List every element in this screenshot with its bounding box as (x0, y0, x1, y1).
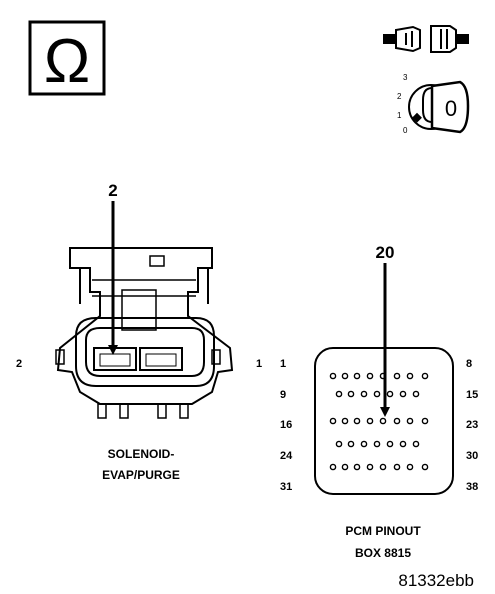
connector-probe-label: 2 (108, 181, 117, 200)
pcm-pin-18 (353, 417, 361, 425)
pcm-probe-label: 20 (376, 243, 395, 262)
pcm-pin-36 (393, 463, 401, 471)
connector-caption-line1: SOLENOID- (108, 447, 175, 461)
pcm-pin-15 (412, 390, 420, 398)
pcm-right-label-15: 15 (466, 389, 478, 401)
pcm-right-label-38: 38 (466, 481, 478, 493)
connector-side-right-label: 1 (256, 358, 262, 370)
solenoid-connector-drawing (55, 247, 234, 419)
pcm-pin-31 (329, 463, 337, 471)
pcm-left-label-31: 31 (280, 481, 292, 493)
pcm-pin-2 (341, 372, 349, 380)
pcm-left-label-9: 9 (280, 389, 286, 401)
pcm-pin-30 (412, 440, 420, 448)
pcm-pin-38 (421, 463, 429, 471)
pcm-pin-10 (347, 390, 355, 398)
pcm-left-label-16: 16 (280, 419, 292, 431)
pcm-pin-28 (386, 440, 394, 448)
connector-caption-line2: EVAP/PURGE (102, 468, 180, 482)
pcm-pin-37 (406, 463, 414, 471)
pcm-pin-7 (406, 372, 414, 380)
pcm-pin-34 (366, 463, 374, 471)
pcm-pin-14 (399, 390, 407, 398)
pcm-pin-11 (360, 390, 368, 398)
connector-side-left-label: 2 (16, 358, 22, 370)
pcm-pin-12 (373, 390, 381, 398)
figure-id: 81332ebb (398, 571, 474, 590)
connector-disconnect-icon (383, 25, 469, 53)
pcm-pin-16 (329, 417, 337, 425)
pcm-pin-32 (341, 463, 349, 471)
ignition-key-icon: 3 2 1 0 0 (397, 73, 470, 135)
pcm-pin-35 (379, 463, 387, 471)
key-position-2: 2 (397, 92, 402, 101)
pcm-pin-21 (393, 417, 401, 425)
pcm-pin-3 (353, 372, 361, 380)
pcm-pin-19 (366, 417, 374, 425)
pcm-right-label-8: 8 (466, 358, 472, 370)
pcm-pin-26 (360, 440, 368, 448)
pcm-pin-9 (335, 390, 343, 398)
key-position-0: 0 (403, 126, 408, 135)
pcm-pin-23 (421, 417, 429, 425)
pcm-pin-13 (386, 390, 394, 398)
pcm-pin-20 (379, 417, 387, 425)
key-position-3: 3 (403, 73, 408, 82)
pcm-left-label-1: 1 (280, 358, 286, 370)
pcm-right-label-30: 30 (466, 450, 478, 462)
pcm-left-label-24: 24 (280, 450, 293, 462)
pcm-pin-8 (421, 372, 429, 380)
pcm-pin-22 (406, 417, 414, 425)
pcm-caption-line2: BOX 8815 (355, 546, 411, 560)
pcm-pin-4 (366, 372, 374, 380)
pcm-pin-24 (335, 440, 343, 448)
pcm-pin-33 (353, 463, 361, 471)
key-label: 0 (445, 96, 457, 121)
ohm-meter-icon: Ω (28, 20, 106, 96)
pcm-caption-line1: PCM PINOUT (345, 524, 421, 538)
pcm-pin-1 (329, 372, 337, 380)
pcm-right-label-23: 23 (466, 419, 478, 431)
ohm-glyph: Ω (44, 27, 90, 96)
pcm-pin-29 (399, 440, 407, 448)
pcm-pin-25 (347, 440, 355, 448)
pcm-pin-17 (341, 417, 349, 425)
pcm-pin-27 (373, 440, 381, 448)
pcm-pin-grid (329, 372, 429, 471)
pcm-pin-6 (393, 372, 401, 380)
key-position-1: 1 (397, 111, 402, 120)
